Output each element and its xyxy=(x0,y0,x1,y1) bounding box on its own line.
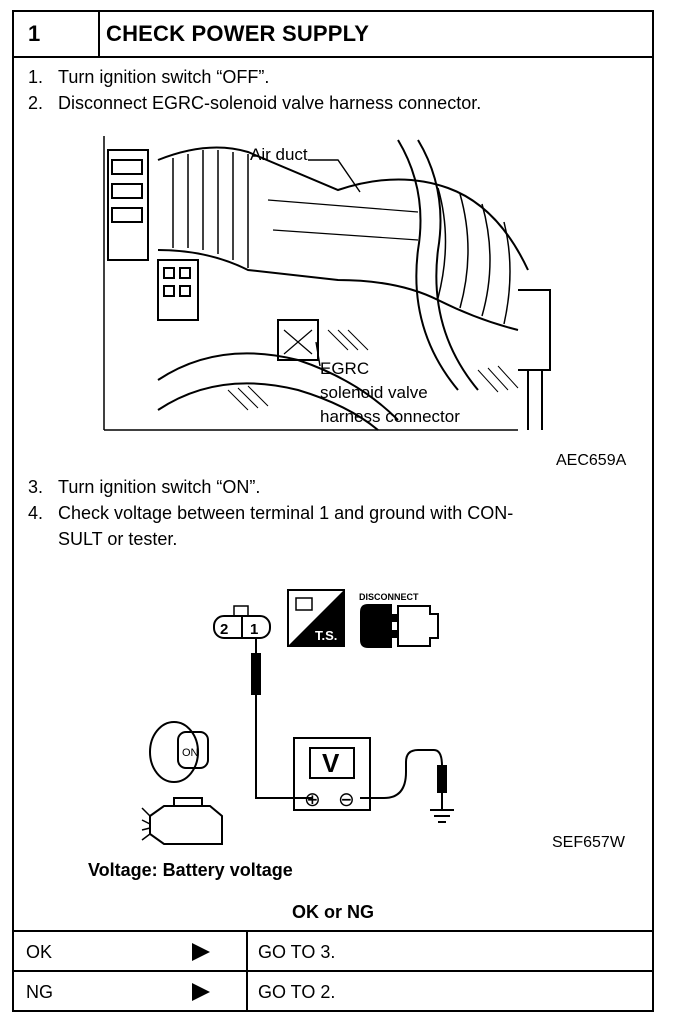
column-divider xyxy=(246,932,248,972)
instruction-text: Turn ignition switch “ON”. xyxy=(58,477,261,497)
instruction-text: Turn ignition switch “OFF”. xyxy=(58,67,270,87)
egrc-label-line3: harness connector xyxy=(320,407,460,426)
plus-terminal: ⊕ xyxy=(304,789,321,811)
egrc-label-line1: EGRC xyxy=(320,359,369,378)
engine-bay-illustration: Air duct EGRC solenoid valve harness con… xyxy=(103,136,551,431)
result-action: GO TO 2. xyxy=(258,982,336,1002)
instruction-3: 3. Turn ignition switch “ON”. xyxy=(28,474,260,500)
disconnect-label: DISCONNECT xyxy=(359,592,419,602)
result-row-ok: OK GO TO 3. xyxy=(14,930,652,972)
instruction-text: SULT or tester. xyxy=(58,529,178,549)
terminal-2-label: 2 xyxy=(220,621,228,638)
arrow-right-icon xyxy=(192,943,210,961)
instruction-number: 2. xyxy=(28,93,44,113)
key-on-label: ON xyxy=(182,747,199,759)
instruction-4: 4. Check voltage between terminal 1 and g… xyxy=(28,500,513,526)
voltage-spec: Voltage: Battery voltage xyxy=(88,860,293,880)
procedure-box: 1 CHECK POWER SUPPLY 1. Turn ignition swi… xyxy=(12,10,654,1012)
instruction-number: 3. xyxy=(28,477,44,497)
ts-label: T.S. xyxy=(315,628,337,643)
arrow-right-icon xyxy=(192,983,210,1001)
terminal-1-label: 1 xyxy=(250,621,258,638)
instruction-number: 1. xyxy=(28,67,44,87)
result-label: NG xyxy=(26,982,53,1002)
instruction-4-cont: SULT or tester. xyxy=(28,526,177,552)
voltmeter-label: V xyxy=(322,748,340,778)
column-divider xyxy=(246,972,248,1012)
voltmeter xyxy=(293,737,371,811)
decision-heading: OK or NG xyxy=(291,902,374,922)
egrc-label-line2: solenoid valve xyxy=(320,383,428,402)
figure2-code: SEF657W xyxy=(552,834,625,851)
instruction-2: 2. Disconnect EGRC-solenoid valve harness… xyxy=(28,90,481,116)
result-action: GO TO 3. xyxy=(258,942,336,962)
air-duct-label: Air duct xyxy=(250,145,308,164)
voltage-check-diagram: 2 1 DISCONNECT V T.S. ⊕ ⊖ ON xyxy=(141,589,454,845)
figure1-code: AEC659A xyxy=(556,452,627,469)
result-label: OK xyxy=(26,942,53,962)
step-title: CHECK POWER SUPPLY xyxy=(106,21,370,46)
instruction-1: 1. Turn ignition switch “OFF”. xyxy=(28,64,269,90)
instruction-number: 4. xyxy=(28,503,44,523)
header-bar: 1 CHECK POWER SUPPLY xyxy=(14,12,652,58)
result-row-ng: NG GO TO 2. xyxy=(14,970,652,1012)
minus-terminal: ⊖ xyxy=(338,789,355,811)
instruction-text: Check voltage between terminal 1 and gro… xyxy=(58,503,514,523)
step-number: 1 xyxy=(14,12,100,56)
instruction-text: Disconnect EGRC-solenoid valve harness c… xyxy=(58,93,482,113)
ts-triangle xyxy=(288,590,344,646)
